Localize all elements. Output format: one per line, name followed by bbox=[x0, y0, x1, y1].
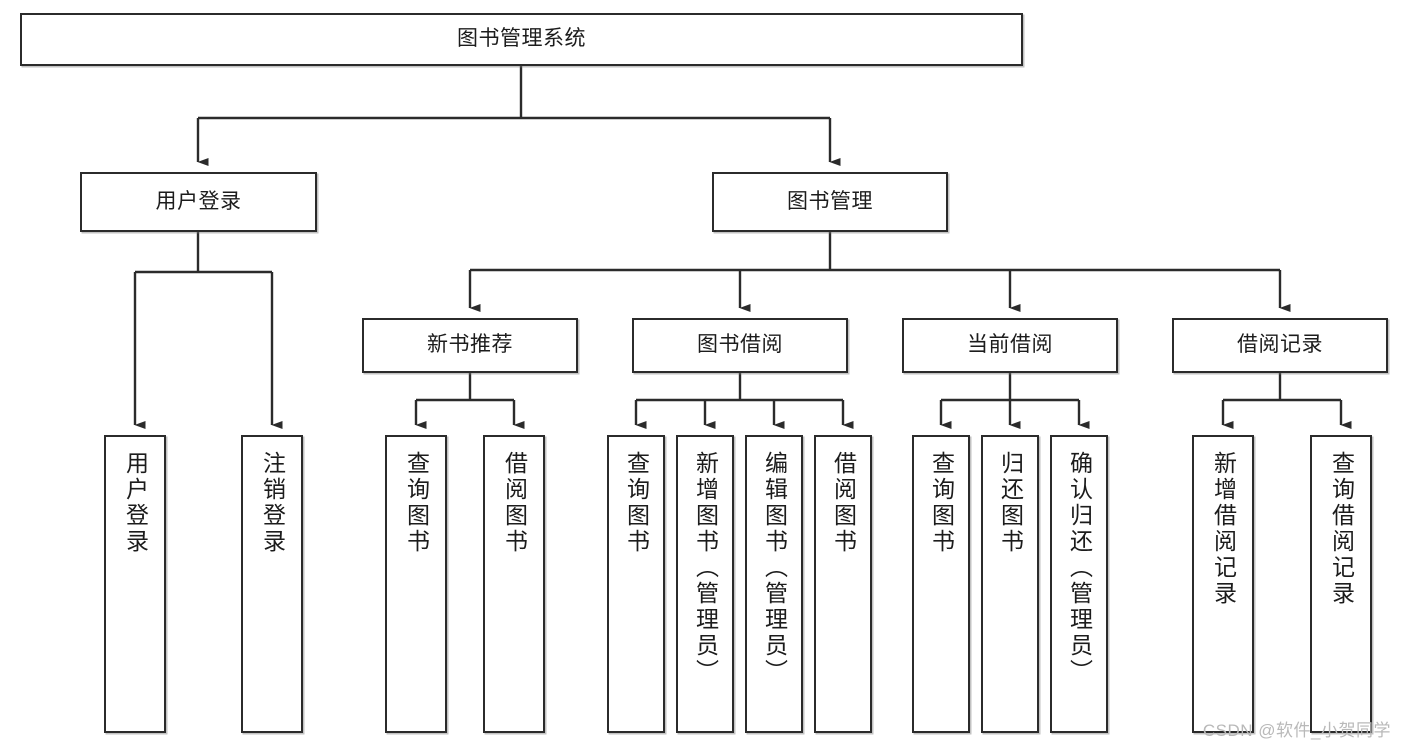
node-leaf-add-book[interactable]: 新增图书（管理员） bbox=[676, 435, 734, 733]
node-new-book-rec-label: 新书推荐 bbox=[427, 333, 513, 357]
node-leaf-query-book-3[interactable]: 查询图书 bbox=[912, 435, 970, 733]
node-user-login-label: 用户登录 bbox=[155, 189, 242, 213]
node-leaf-return-book-label: 归还图书 bbox=[997, 451, 1024, 555]
node-book-manage-label: 图书管理 bbox=[787, 189, 873, 213]
node-leaf-query-book-2[interactable]: 查询图书 bbox=[607, 435, 665, 733]
node-leaf-confirm-return-label: 确认归还（管理员） bbox=[1066, 451, 1093, 685]
node-leaf-confirm-return[interactable]: 确认归还（管理员） bbox=[1050, 435, 1108, 733]
node-user-login[interactable]: 用户登录 bbox=[80, 172, 317, 232]
node-leaf-query-record-label: 查询借阅记录 bbox=[1328, 451, 1355, 607]
node-leaf-borrow-book-1-label: 借阅图书 bbox=[501, 451, 528, 555]
node-leaf-borrow-book-1[interactable]: 借阅图书 bbox=[483, 435, 545, 733]
node-leaf-borrow-book-2-label: 借阅图书 bbox=[830, 451, 857, 555]
node-leaf-query-record[interactable]: 查询借阅记录 bbox=[1310, 435, 1372, 733]
node-book-borrow-label: 图书借阅 bbox=[697, 333, 783, 357]
node-new-book-rec[interactable]: 新书推荐 bbox=[362, 318, 578, 373]
node-leaf-add-record-label: 新增借阅记录 bbox=[1210, 451, 1237, 607]
node-leaf-edit-book[interactable]: 编辑图书（管理员） bbox=[745, 435, 803, 733]
node-borrow-record[interactable]: 借阅记录 bbox=[1172, 318, 1388, 373]
node-leaf-user-login-label: 用户登录 bbox=[122, 451, 149, 555]
node-root[interactable]: 图书管理系统 bbox=[20, 13, 1023, 66]
node-book-manage[interactable]: 图书管理 bbox=[712, 172, 948, 232]
node-leaf-return-book[interactable]: 归还图书 bbox=[981, 435, 1039, 733]
node-leaf-user-logout[interactable]: 注销登录 bbox=[241, 435, 303, 733]
node-book-borrow[interactable]: 图书借阅 bbox=[632, 318, 848, 373]
node-leaf-edit-book-label: 编辑图书（管理员） bbox=[761, 451, 788, 685]
node-leaf-query-book-1[interactable]: 查询图书 bbox=[385, 435, 447, 733]
node-leaf-add-record[interactable]: 新增借阅记录 bbox=[1192, 435, 1254, 733]
node-leaf-add-book-label: 新增图书（管理员） bbox=[692, 451, 719, 685]
node-leaf-user-logout-label: 注销登录 bbox=[259, 451, 286, 555]
node-leaf-query-book-2-label: 查询图书 bbox=[623, 451, 650, 555]
node-leaf-borrow-book-2[interactable]: 借阅图书 bbox=[814, 435, 872, 733]
node-current-borrow-label: 当前借阅 bbox=[967, 333, 1053, 357]
node-borrow-record-label: 借阅记录 bbox=[1237, 333, 1323, 357]
node-leaf-query-book-3-label: 查询图书 bbox=[928, 451, 955, 555]
node-root-label: 图书管理系统 bbox=[457, 27, 586, 51]
node-leaf-user-login[interactable]: 用户登录 bbox=[104, 435, 166, 733]
node-current-borrow[interactable]: 当前借阅 bbox=[902, 318, 1118, 373]
node-leaf-query-book-1-label: 查询图书 bbox=[403, 451, 430, 555]
